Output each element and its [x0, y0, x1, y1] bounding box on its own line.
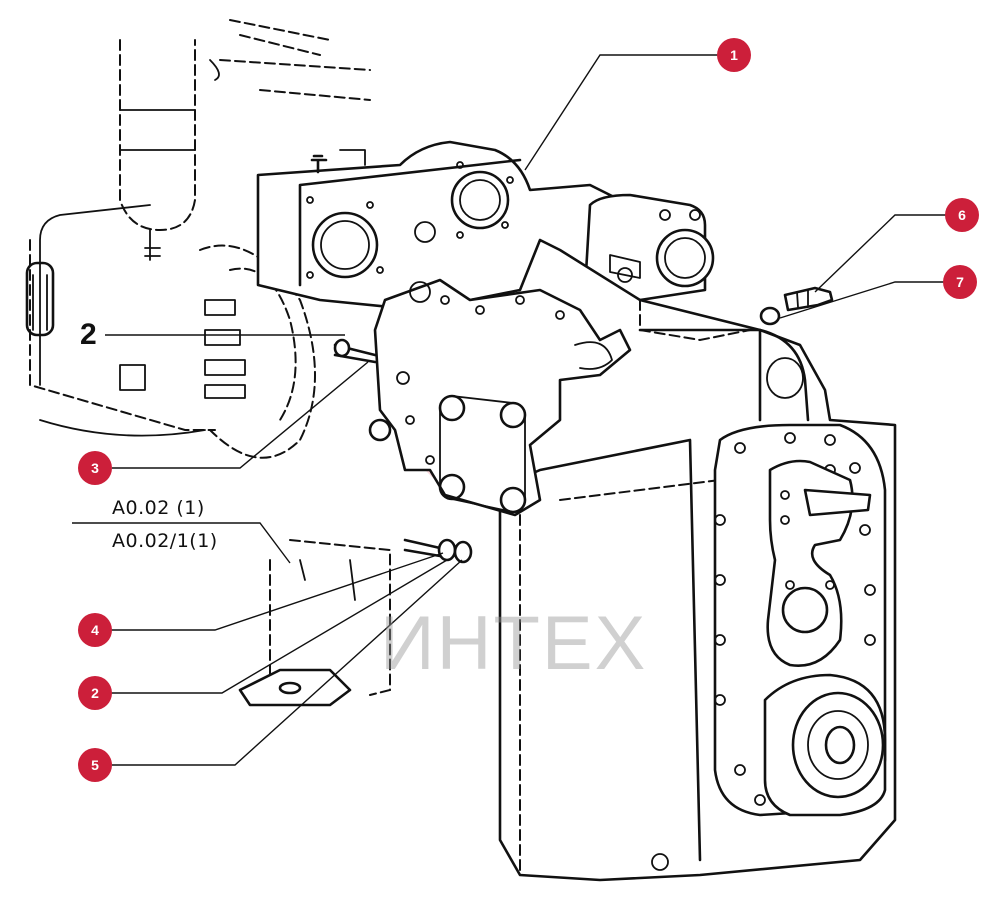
mounting-bracket: [238, 539, 391, 707]
callout-6[interactable]: 6: [945, 198, 979, 232]
callout-3[interactable]: 3: [78, 451, 112, 485]
ref-code-2: A0.02/1(1): [112, 530, 218, 552]
ref-code-1: A0.02 (1): [112, 497, 205, 519]
engine-block: [25, 19, 371, 459]
callout-5[interactable]: 5: [78, 748, 112, 782]
watermark-text: ИНТЕХ: [380, 601, 648, 686]
callout-2[interactable]: 2: [78, 676, 112, 710]
callout-4[interactable]: 4: [78, 613, 112, 647]
fasteners: [333, 286, 834, 564]
engine-part-label: 2: [80, 318, 97, 351]
callout-1[interactable]: 1: [717, 38, 751, 72]
adapter-plate: [368, 278, 632, 517]
callout-7[interactable]: 7: [943, 265, 977, 299]
hydraulic-pump: [583, 193, 715, 302]
leader-lines: [72, 54, 950, 766]
